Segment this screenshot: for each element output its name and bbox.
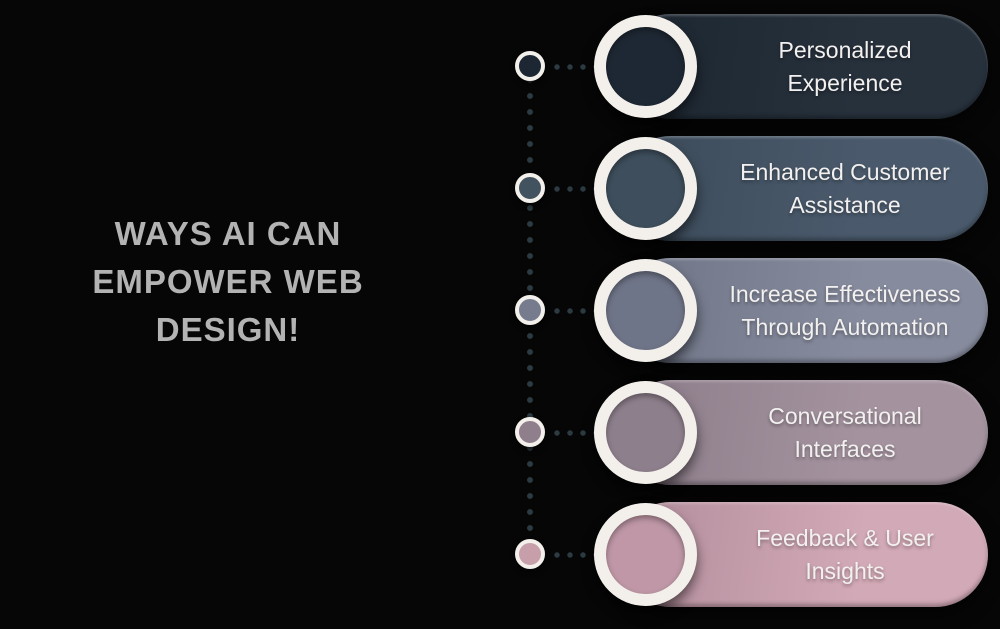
timeline-node-icon (515, 417, 545, 447)
item-label: Conversational Interfaces (768, 402, 922, 462)
item-label: Enhanced Customer Assistance (740, 158, 950, 218)
dotted-connector (551, 305, 599, 317)
item-circle-icon (594, 259, 697, 362)
item-circle-icon (594, 381, 697, 484)
page-title: WAYS AI CAN EMPOWER WEB DESIGN! (92, 215, 364, 348)
timeline-item: Feedback & User Insights (0, 502, 1000, 607)
timeline-item: Increase Effectiveness Through Automatio… (0, 258, 1000, 363)
timeline-node-icon (515, 51, 545, 81)
dotted-connector (551, 61, 599, 73)
timeline-item: Enhanced Customer Assistance (0, 136, 1000, 241)
dotted-connector (551, 549, 599, 561)
dotted-connector (551, 427, 599, 439)
dotted-connector (551, 183, 599, 195)
item-circle-icon (594, 15, 697, 118)
item-label: Personalized Experience (778, 36, 912, 96)
timeline-item: Conversational Interfaces (0, 380, 1000, 485)
item-label: Increase Effectiveness Through Automatio… (729, 280, 961, 340)
timeline-node-icon (515, 295, 545, 325)
timeline-node-icon (515, 173, 545, 203)
item-circle-icon (594, 503, 697, 606)
item-circle-icon (594, 137, 697, 240)
item-label: Feedback & User Insights (756, 524, 934, 584)
timeline-node-icon (515, 539, 545, 569)
timeline-item: Personalized Experience (0, 14, 1000, 119)
